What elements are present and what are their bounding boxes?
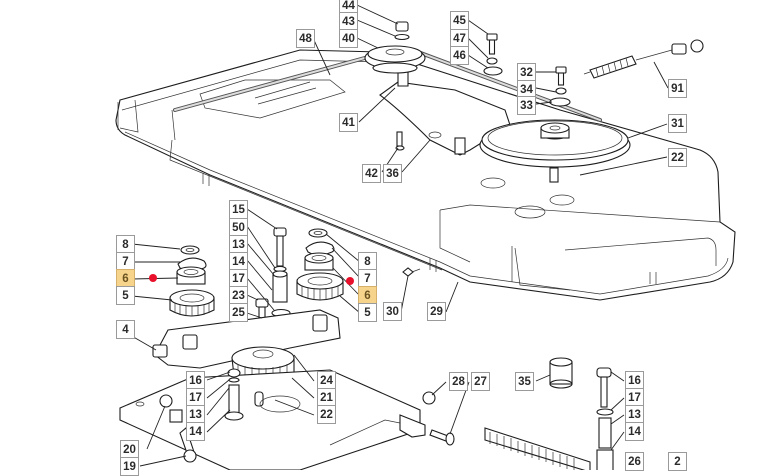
screw-42[interactable] <box>395 131 405 151</box>
callout-47[interactable]: 47 <box>450 29 469 48</box>
bolt-16[interactable] <box>596 367 612 408</box>
bolt-32[interactable] <box>555 66 567 86</box>
tension-spring[interactable] <box>583 39 704 79</box>
main-pulley[interactable] <box>479 119 631 183</box>
callout-7-left[interactable]: 7 <box>116 252 135 271</box>
callout-48[interactable]: 48 <box>296 29 315 48</box>
callout-22-top[interactable]: 22 <box>668 148 687 167</box>
bearing-6-right[interactable] <box>304 252 334 271</box>
bolt-15[interactable] <box>273 227 287 267</box>
callout-27[interactable]: 27 <box>471 372 490 391</box>
callout-45[interactable]: 45 <box>450 11 469 30</box>
callout-34[interactable]: 34 <box>517 80 536 99</box>
callout-46[interactable]: 46 <box>450 46 469 65</box>
callout-33[interactable]: 33 <box>517 96 536 115</box>
bearing-6-left[interactable] <box>176 266 206 285</box>
deck-housing[interactable] <box>115 49 736 301</box>
pin-22[interactable] <box>254 391 301 413</box>
callout-31[interactable]: 31 <box>668 114 687 133</box>
toothed-rack[interactable] <box>484 427 591 470</box>
callout-25[interactable]: 25 <box>229 303 248 322</box>
callout-91[interactable]: 91 <box>668 79 687 98</box>
callout-23[interactable]: 23 <box>229 286 248 305</box>
callout-36[interactable]: 36 <box>383 164 402 183</box>
callout-35[interactable]: 35 <box>515 372 534 391</box>
callout-14-lower[interactable]: 14 <box>186 422 205 441</box>
pulley-5-left[interactable] <box>169 289 215 317</box>
hotspot-right-bearing[interactable] <box>346 277 354 285</box>
washer-34[interactable] <box>555 87 567 95</box>
washer-8-left[interactable] <box>180 245 200 255</box>
sleeve-13[interactable] <box>598 417 612 449</box>
callout-40[interactable]: 40 <box>339 29 358 48</box>
screw-30[interactable] <box>402 267 421 277</box>
clip-17[interactable] <box>169 409 183 423</box>
callout-42[interactable]: 42 <box>362 164 381 183</box>
callout-41[interactable]: 41 <box>339 113 358 132</box>
pulley-5-right[interactable] <box>296 272 344 301</box>
callout-5-right[interactable]: 5 <box>358 303 377 322</box>
callout-29[interactable]: 29 <box>427 302 446 321</box>
washer-8-right[interactable] <box>308 228 328 238</box>
tube-14[interactable] <box>596 449 614 470</box>
bushing-35[interactable] <box>549 357 573 389</box>
spacer-46[interactable] <box>483 66 503 76</box>
mounting-plate[interactable] <box>119 369 421 470</box>
callout-22-lower[interactable]: 22 <box>317 405 336 424</box>
callout-17-lower[interactable]: 17 <box>186 388 205 407</box>
bolt-19[interactable] <box>179 427 197 463</box>
callout-17-right[interactable]: 17 <box>625 388 644 407</box>
hotspot-left-bearing[interactable] <box>149 274 157 282</box>
callout-24[interactable]: 24 <box>317 371 336 390</box>
nut-20[interactable] <box>159 394 173 408</box>
spacer-stack-left[interactable] <box>224 368 244 421</box>
callout-5-left[interactable]: 5 <box>116 286 135 305</box>
washer-47[interactable] <box>486 57 498 65</box>
callout-26[interactable]: 26 <box>625 452 644 471</box>
callout-30[interactable]: 30 <box>383 302 402 321</box>
spacer-33[interactable] <box>549 97 571 107</box>
washer-43[interactable] <box>394 33 410 41</box>
drive-belt[interactable] <box>173 50 602 122</box>
callout-15[interactable]: 15 <box>229 200 248 219</box>
callout-13-right[interactable]: 13 <box>625 405 644 424</box>
callout-28[interactable]: 28 <box>449 372 468 391</box>
idler-pulley[interactable] <box>364 45 426 74</box>
callout-17-mid[interactable]: 17 <box>229 269 248 288</box>
callout-16-lower[interactable]: 16 <box>186 371 205 390</box>
callout-14-right[interactable]: 14 <box>625 422 644 441</box>
nut-44[interactable] <box>395 21 409 32</box>
callout-19[interactable]: 19 <box>120 457 139 476</box>
bushing-14[interactable] <box>272 270 288 303</box>
callout-14-mid[interactable]: 14 <box>229 252 248 271</box>
callout-20[interactable]: 20 <box>120 440 139 459</box>
washer-17-right[interactable] <box>596 408 614 416</box>
callout-2[interactable]: 2 <box>668 452 687 471</box>
callout-4[interactable]: 4 <box>116 320 135 339</box>
bolt-27[interactable] <box>429 429 455 446</box>
bracket-tab[interactable] <box>399 414 426 438</box>
bolt-45[interactable] <box>486 33 498 55</box>
